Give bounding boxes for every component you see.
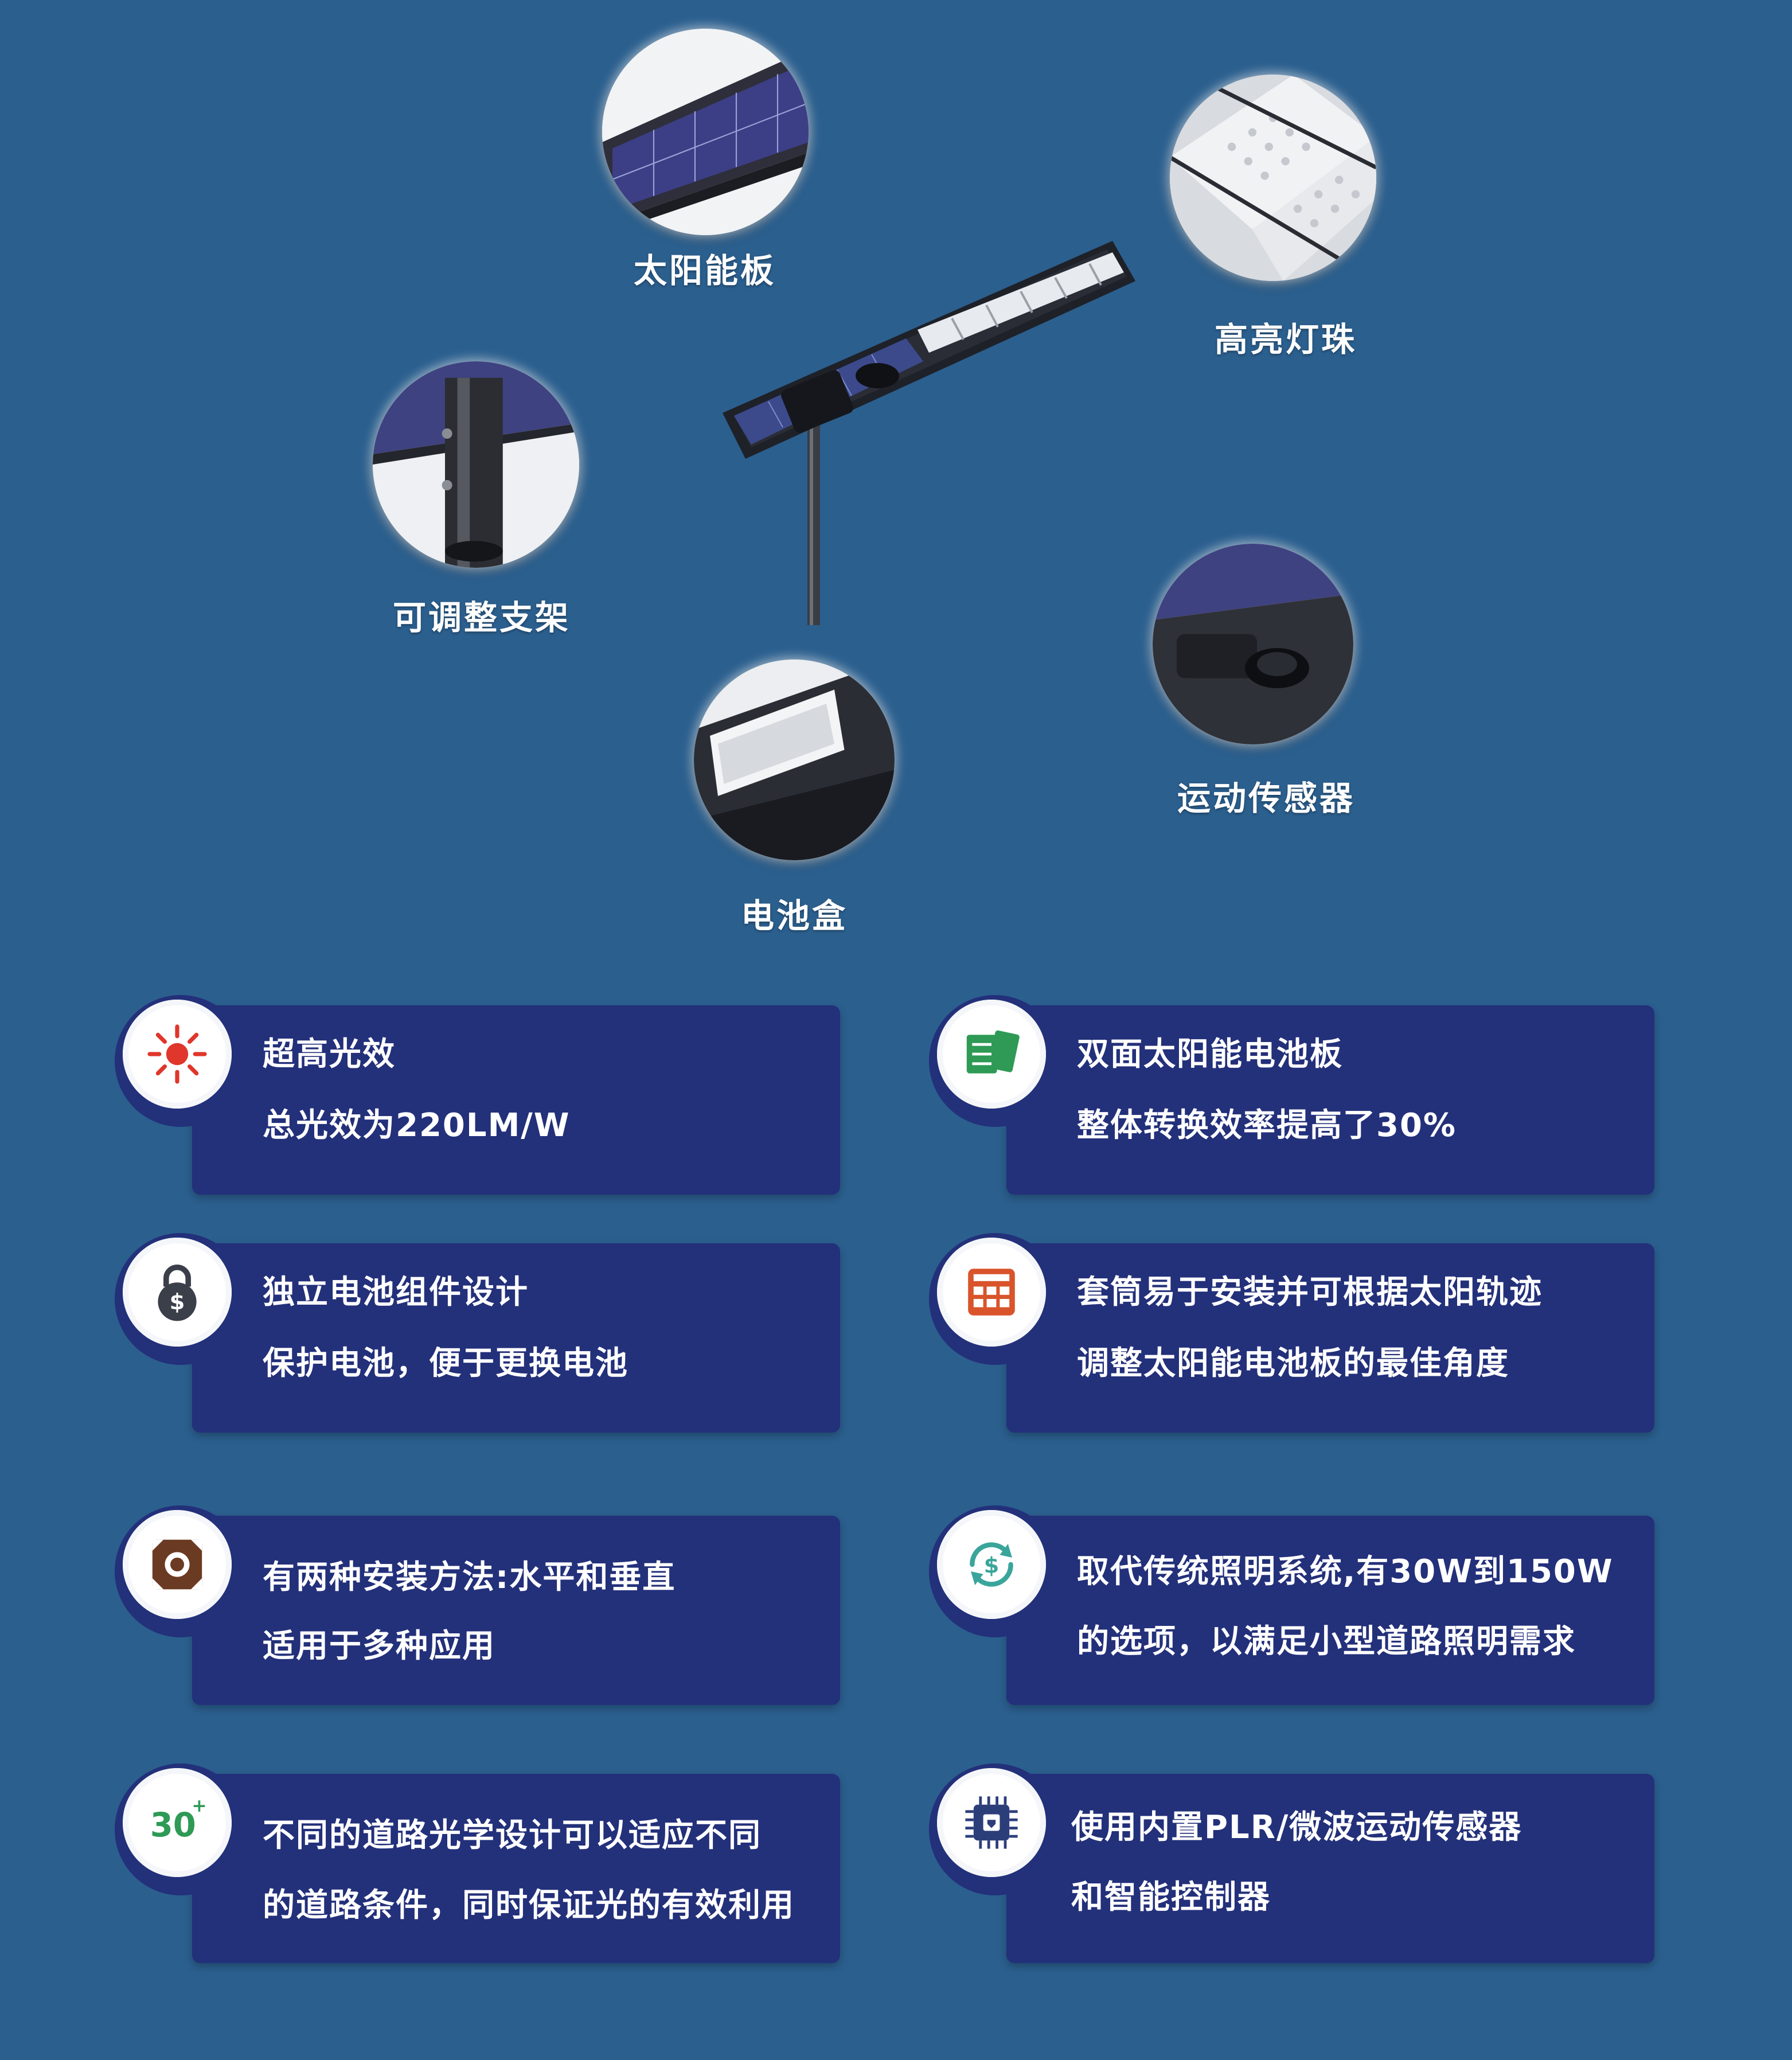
feature-detail: 整体转换效率提高了30% [1077,1107,1457,1144]
solar-panel-icon [937,1000,1046,1109]
mount-frame-icon [123,1510,232,1619]
card-background [115,1764,840,1963]
calendar-grid-icon [937,1238,1046,1347]
solar-panel-photo [602,29,809,235]
feature-title: 超高光效 [263,1036,396,1073]
feature-detail: 保护电池，便于更换电池 [263,1345,628,1382]
feature-card-smart-sensor: 使用内置PLR/微波运动传感器 和智能控制器 [929,1764,1692,1970]
sensor-illustration [1153,544,1353,744]
svg-text:30: 30 [150,1806,196,1844]
led-module-illustration [1170,75,1376,281]
feature-card-optical-design: 30 + 不同的道路光学设计可以适应不同 的道路条件，同时保证光的有效利用 [115,1764,877,1970]
feature-detail: 和智能控制器 [1071,1879,1271,1916]
solar-panel-illustration [602,29,809,235]
thirty-plus-icon: 30 + [123,1768,232,1877]
label-led-beads: 高亮灯珠 [1215,320,1357,359]
feature-title: 套筒易于安装并可根据太阳轨迹 [1077,1274,1543,1311]
feature-card-replace-lighting: $ 取代传统照明系统,有30W到150W 的选项，以满足小型道路照明需求 [929,1505,1692,1712]
feature-detail: 适用于多种应用 [263,1628,495,1665]
svg-text:$: $ [984,1552,1000,1578]
feature-card-sleeve-install: 套筒易于安装并可根据太阳轨迹 调整太阳能电池板的最佳角度 [929,1233,1692,1439]
feature-title: 不同的道路光学设计可以适应不同 [263,1817,762,1854]
bracket-illustration [373,361,579,568]
feature-card-high-efficiency: 超高光效 总光效为220LM/W [115,995,877,1201]
feature-detail: 的道路条件，同时保证光的有效利用 [263,1887,795,1924]
solar-street-light-image [711,241,1147,631]
dollar-refresh-icon: $ [937,1510,1046,1619]
feature-title: 独立电池组件设计 [263,1274,529,1311]
feature-title: 有两种安装方法:水平和垂直 [263,1559,676,1596]
label-battery-box: 电池盒 [741,896,848,935]
feature-detail: 的选项，以满足小型道路照明需求 [1077,1623,1576,1660]
money-lock-icon: $ [123,1238,232,1347]
feature-title: 使用内置PLR/微波运动传感器 [1071,1809,1522,1846]
feature-title: 双面太阳能电池板 [1077,1036,1343,1073]
chip-icon [937,1768,1046,1877]
feature-detail: 调整太阳能电池板的最佳角度 [1077,1345,1509,1382]
street-light-illustration [723,241,1135,625]
feature-card-battery-module: $ 独立电池组件设计 保护电池，便于更换电池 [115,1233,877,1439]
label-bracket: 可调整支架 [393,598,571,637]
feature-title: 取代传统照明系统,有30W到150W [1077,1553,1614,1590]
svg-text:+: + [192,1796,206,1816]
card-background [929,1505,1654,1705]
card-background [115,1505,840,1705]
sun-icon [123,1000,232,1109]
battery-box-photo [694,660,895,860]
feature-detail: 总光效为220LM/W [263,1107,571,1144]
battery-box-illustration [694,660,895,860]
label-motion-sensor: 运动传感器 [1177,779,1356,818]
feature-card-bifacial-panel: 双面太阳能电池板 整体转换效率提高了30% [929,995,1692,1201]
label-solar-panel: 太阳能板 [634,251,776,290]
svg-text:$: $ [170,1289,185,1315]
feature-card-mount-methods: 有两种安装方法:水平和垂直 适用于多种应用 [115,1505,877,1712]
bracket-photo [373,361,579,568]
led-beads-photo [1170,75,1376,281]
motion-sensor-photo [1153,544,1353,744]
